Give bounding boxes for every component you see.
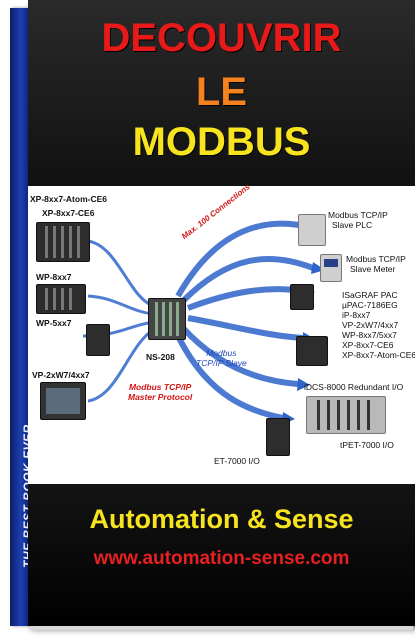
upac-device xyxy=(290,284,314,310)
left-label-vp: VP-2xW7/4xx7 xyxy=(32,370,90,380)
ns-208-label: NS-208 xyxy=(146,352,175,362)
cover-title-line-3: MODBUS xyxy=(132,120,311,164)
left-label-xp-ce6: XP-8xx7-CE6 xyxy=(42,208,95,218)
tpet-7000-label: tPET-7000 I/O xyxy=(340,440,394,450)
left-label-wp-5xx7: WP-5xx7 xyxy=(36,318,72,328)
modbus-network-diagram: XP-8xx7-Atom-CE6 XP-8xx7-CE6 WP-8xx7 WP-… xyxy=(28,182,415,484)
slave-plc-device xyxy=(298,214,326,246)
brand-url: www.automation-sense.com xyxy=(93,548,350,569)
cover-title-line-1: DECOUVRIR xyxy=(101,16,342,60)
cover-footer-band: Automation & Sense www.automation-sense.… xyxy=(28,484,415,626)
left-label-xp-atom: XP-8xx7-Atom-CE6 xyxy=(30,194,107,204)
cover-title-line-2: LE xyxy=(195,70,248,114)
book-front-cover: DECOUVRIR LE MODBUS xyxy=(28,0,415,626)
left-label-wp-8xx7: WP-8xx7 xyxy=(36,272,72,282)
idcs-redundant-device xyxy=(306,396,386,434)
wp-5xx7-device xyxy=(86,324,110,356)
cover-title-band: DECOUVRIR LE MODBUS xyxy=(28,0,415,186)
et-7000-label: ET-7000 I/O xyxy=(214,456,260,466)
slave-meter-device xyxy=(320,254,342,282)
brand-name: Automation & Sense xyxy=(89,504,354,534)
book-page-edge xyxy=(30,626,413,630)
ns-208-switch xyxy=(148,298,186,340)
pac-label: ISaGRAF PAC µPAC-7186EG iP-8xx7 VP-2xW7/… xyxy=(342,290,415,360)
book-spine: THE BEST BOOK EVER xyxy=(10,8,35,626)
ip-8xx7-device xyxy=(296,336,328,366)
vp-touch-panel xyxy=(40,382,86,420)
redundant-io-label: iDCS-8000 Redundant I/O xyxy=(304,382,404,392)
et-7000-device xyxy=(266,418,290,456)
book-cover-image: THE BEST BOOK EVER DECOUVRIR LE MODBUS xyxy=(10,0,415,630)
wp-8xx7-device xyxy=(36,284,86,314)
xp-8xx7-device xyxy=(36,222,90,262)
